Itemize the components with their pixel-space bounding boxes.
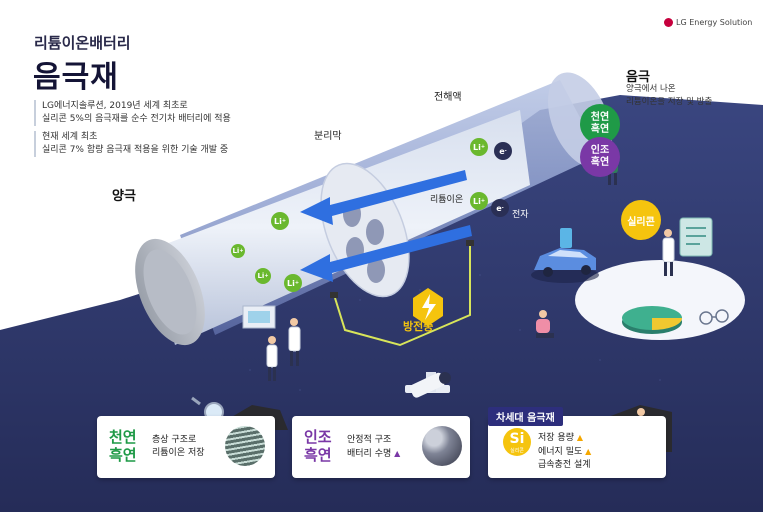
- card-artificial-graphite: 인조 흑연 안정적 구조 배터리 수명 ▲: [292, 416, 470, 478]
- li-sup: +: [480, 144, 486, 150]
- card-desc-text: 배터리 수명: [347, 449, 392, 459]
- brand-name: LG Energy Solution: [676, 18, 753, 27]
- li-ion-ball: Li+: [470, 138, 488, 156]
- li-text: Li: [472, 196, 481, 206]
- card-natural-graphite: 천연 흑연 층상 구조로 리튬이온 저장: [97, 416, 275, 478]
- card-title-line: 천연: [109, 428, 137, 446]
- monitor-icon: [242, 305, 276, 329]
- si-name: 실리콘: [510, 448, 524, 454]
- li-ion-ball: Li+: [231, 244, 245, 258]
- negative-electrode-desc: 양극에서 나온 리튬이온을 저장 및 방출: [626, 83, 712, 109]
- artificial-graphite-bubble: 인조 흑연: [580, 137, 620, 177]
- label-lithium-ion: 리튬이온: [430, 195, 464, 205]
- li-sup: +: [264, 273, 269, 279]
- info-line: 실리콘 7% 함량 음극재 적용을 위한 기술 개발 중: [42, 145, 229, 155]
- lightning-icon: [413, 288, 443, 326]
- li-ion-ball: Li+: [470, 192, 488, 210]
- car-icon: [531, 248, 599, 283]
- next-gen-badge: 차세대 음극재: [488, 407, 563, 426]
- card-title-line: 흑연: [109, 446, 137, 464]
- li-text: Li: [472, 142, 481, 152]
- electron-ball: e-: [491, 199, 509, 217]
- e-text: e: [496, 203, 502, 213]
- li-ion-ball: Li+: [284, 274, 302, 292]
- card-desc: 층상 구조로 리튬이온 저장: [152, 434, 205, 460]
- up-arrow-icon: ▲: [576, 433, 584, 442]
- electron-ball: e-: [494, 142, 512, 160]
- label-separator: 분리막: [314, 131, 342, 142]
- negative-electrode-title: 음극: [626, 70, 650, 85]
- page-title: 음극재: [33, 60, 119, 95]
- li-text: Li: [286, 278, 295, 288]
- li-sup: +: [239, 248, 244, 254]
- circuit-wire: [334, 245, 471, 347]
- li-ion-ball: Li+: [255, 268, 271, 284]
- card-desc: 안정적 구조 배터리 수명 ▲: [347, 434, 400, 461]
- li-text: Li: [257, 272, 265, 280]
- card-desc-line: 층상 구조로: [152, 435, 197, 445]
- pie-chart-icon: [622, 306, 682, 334]
- label-electron: 전자: [512, 210, 529, 220]
- info-block-1: LG에너지솔루션, 2019년 세계 최초로 실리콘 5%의 음극재를 순수 전…: [34, 100, 231, 126]
- card-desc-line: 급속충전 설계: [538, 460, 591, 470]
- page-subtitle: 리튬이온배터리: [34, 34, 131, 52]
- card-desc-text: 저장 용량: [538, 433, 574, 443]
- glasses-icon: [699, 309, 729, 325]
- e-text: e: [499, 146, 505, 156]
- battery-cylinder: [135, 72, 613, 346]
- li-sup: +: [480, 198, 486, 204]
- e-sup: -: [501, 205, 504, 211]
- li-sup: +: [294, 280, 300, 286]
- card-desc-line: 에너지 밀도 ▲: [538, 445, 591, 459]
- card-desc: 저장 용량 ▲ 에너지 밀도 ▲ 급속충전 설계: [538, 431, 591, 472]
- label-discharge: 방전중: [403, 320, 434, 333]
- li-ion-ball: Li+: [271, 212, 289, 230]
- natural-graphite-bubble: 천연 흑연: [580, 104, 620, 144]
- si-symbol: Si 실리콘: [503, 428, 531, 456]
- desc-line: 양극에서 나온: [626, 84, 676, 94]
- desc-line: 리튬이온을 저장 및 방출: [626, 97, 713, 107]
- card-desc-line: 저장 용량 ▲: [538, 431, 591, 445]
- microscope-icon: [405, 372, 451, 398]
- li-sup: +: [281, 218, 287, 224]
- card-title: 천연 흑연: [109, 428, 137, 464]
- li-text: Li: [232, 247, 240, 255]
- platform: [575, 260, 745, 340]
- si-text: Si: [509, 431, 525, 447]
- lg-logo-icon: [664, 18, 673, 27]
- info-block-2: 현재 세계 최초 실리콘 7% 함량 음극재 적용을 위한 기술 개발 중: [34, 131, 228, 157]
- label-positive: 양극: [112, 189, 136, 204]
- up-arrow-icon: ▲: [585, 447, 592, 456]
- info-line: LG에너지솔루션, 2019년 세계 최초로: [42, 101, 188, 111]
- brand-logo: LG Energy Solution: [664, 18, 752, 27]
- silicon-bubble: 실리콘: [621, 200, 661, 240]
- info-line: 현재 세계 최초: [42, 132, 98, 142]
- card-desc-line: 리튬이온 저장: [152, 448, 205, 458]
- card-title-line: 인조: [304, 428, 332, 446]
- up-arrow-icon: ▲: [394, 449, 401, 458]
- card-title: 인조 흑연: [304, 428, 332, 464]
- floor: [0, 95, 763, 512]
- card-title-line: 흑연: [304, 446, 332, 464]
- ion-arrows: [300, 170, 472, 282]
- info-line: 실리콘 5%의 음극재를 순수 전기차 배터리에 적용: [42, 114, 231, 124]
- card-desc-line: 배터리 수명 ▲: [347, 447, 400, 461]
- layered-structure-icon: [225, 426, 265, 466]
- e-sup: -: [504, 148, 507, 154]
- card-desc-line: 안정적 구조: [347, 435, 392, 445]
- label-electrolyte: 전해액: [434, 92, 462, 103]
- particle-structure-icon: [422, 426, 462, 466]
- charger-icon: [560, 228, 572, 248]
- li-text: Li: [273, 216, 282, 226]
- card-desc-text: 에너지 밀도: [538, 447, 583, 457]
